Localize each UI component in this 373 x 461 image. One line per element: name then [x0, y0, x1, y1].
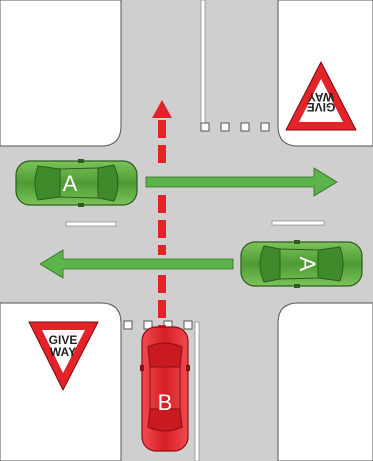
lane-markings — [65, 0, 325, 461]
give-way-line-top — [200, 122, 270, 132]
arrow-icon — [39, 249, 234, 279]
corner-block-top-left — [0, 0, 122, 147]
arrow-dash — [158, 300, 166, 318]
car-a-west: A — [15, 159, 138, 207]
westbound-arrow — [39, 249, 234, 279]
car-icon — [140, 326, 190, 452]
arrow-dash — [158, 120, 166, 138]
car-label: A — [63, 171, 78, 196]
centre-line-top — [200, 0, 206, 127]
arrow-icon — [145, 167, 338, 197]
sign-text-line2: WAY — [50, 345, 76, 359]
centre-line-bottom — [194, 321, 200, 461]
arrow-dash — [158, 220, 166, 238]
give-way-sign-top: GIVE WAY — [285, 61, 357, 131]
lane-dash-left — [65, 221, 117, 227]
sign-text-line1: GIVE — [307, 100, 336, 114]
arrow-dash — [158, 195, 166, 213]
give-way-sign-icon — [285, 61, 357, 131]
car-b: B — [140, 326, 190, 452]
give-way-sign-bottom: GIVE WAY — [28, 321, 99, 391]
car-icon — [15, 159, 138, 207]
car-a-east: A — [240, 240, 363, 288]
lane-dash-right — [271, 220, 325, 226]
sign-text-line2: WAY — [308, 90, 334, 104]
arrow-dash — [158, 275, 166, 293]
give-way-line-bottom — [123, 320, 193, 330]
arrow-dash — [158, 245, 166, 255]
car-icon — [240, 240, 363, 288]
corner-block-bottom-right — [277, 302, 373, 461]
arrow-head — [152, 100, 172, 118]
give-way-sign-icon — [28, 321, 99, 391]
arrow-dash — [158, 145, 166, 163]
car-label: A — [295, 257, 320, 272]
car-label: B — [158, 390, 173, 415]
eastbound-arrow — [145, 167, 338, 197]
sign-text-line1: GIVE — [49, 333, 78, 347]
